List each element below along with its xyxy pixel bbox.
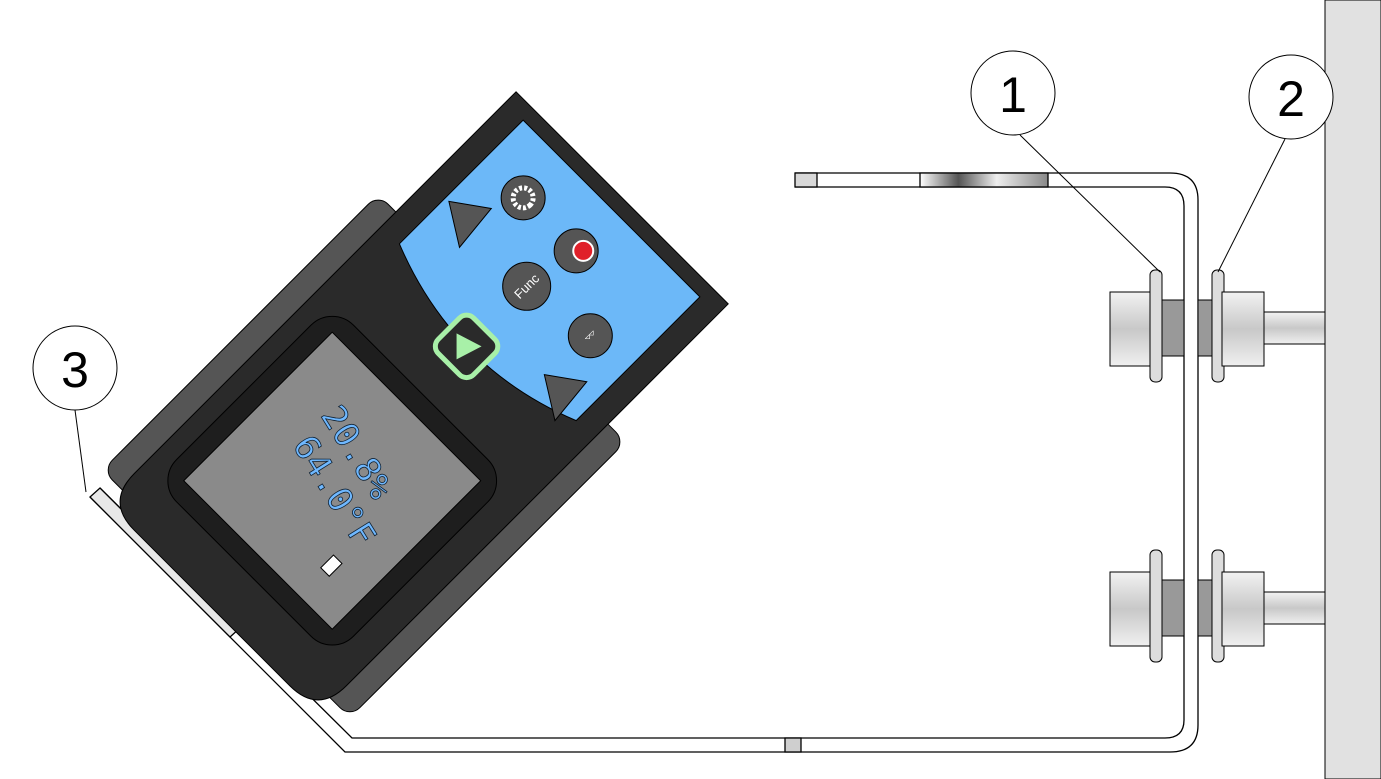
- callout-2: 2: [1217, 54, 1334, 273]
- callout-1: 1: [970, 50, 1161, 273]
- func-button[interactable]: [493, 252, 561, 320]
- settings-button[interactable]: [492, 167, 554, 229]
- play-icon: [456, 333, 482, 360]
- callout-1-number: 1: [999, 67, 1027, 123]
- bluetooth-button[interactable]: [559, 305, 621, 367]
- wall: [1324, 0, 1381, 779]
- callout-3-number: 3: [61, 342, 89, 398]
- bolt-assembly-upper: [1109, 269, 1326, 383]
- callout-2-number: 2: [1277, 71, 1305, 127]
- gear-icon: [510, 185, 536, 211]
- up-button[interactable]: [431, 184, 495, 249]
- moisture-meter-device: ᛒ Func: [107, 91, 729, 713]
- power-icon: [572, 239, 595, 262]
- callout-3: 3: [32, 325, 118, 493]
- battery-icon: [320, 554, 343, 577]
- bolt-assembly-lower: [1109, 549, 1326, 663]
- down-button[interactable]: [527, 357, 591, 422]
